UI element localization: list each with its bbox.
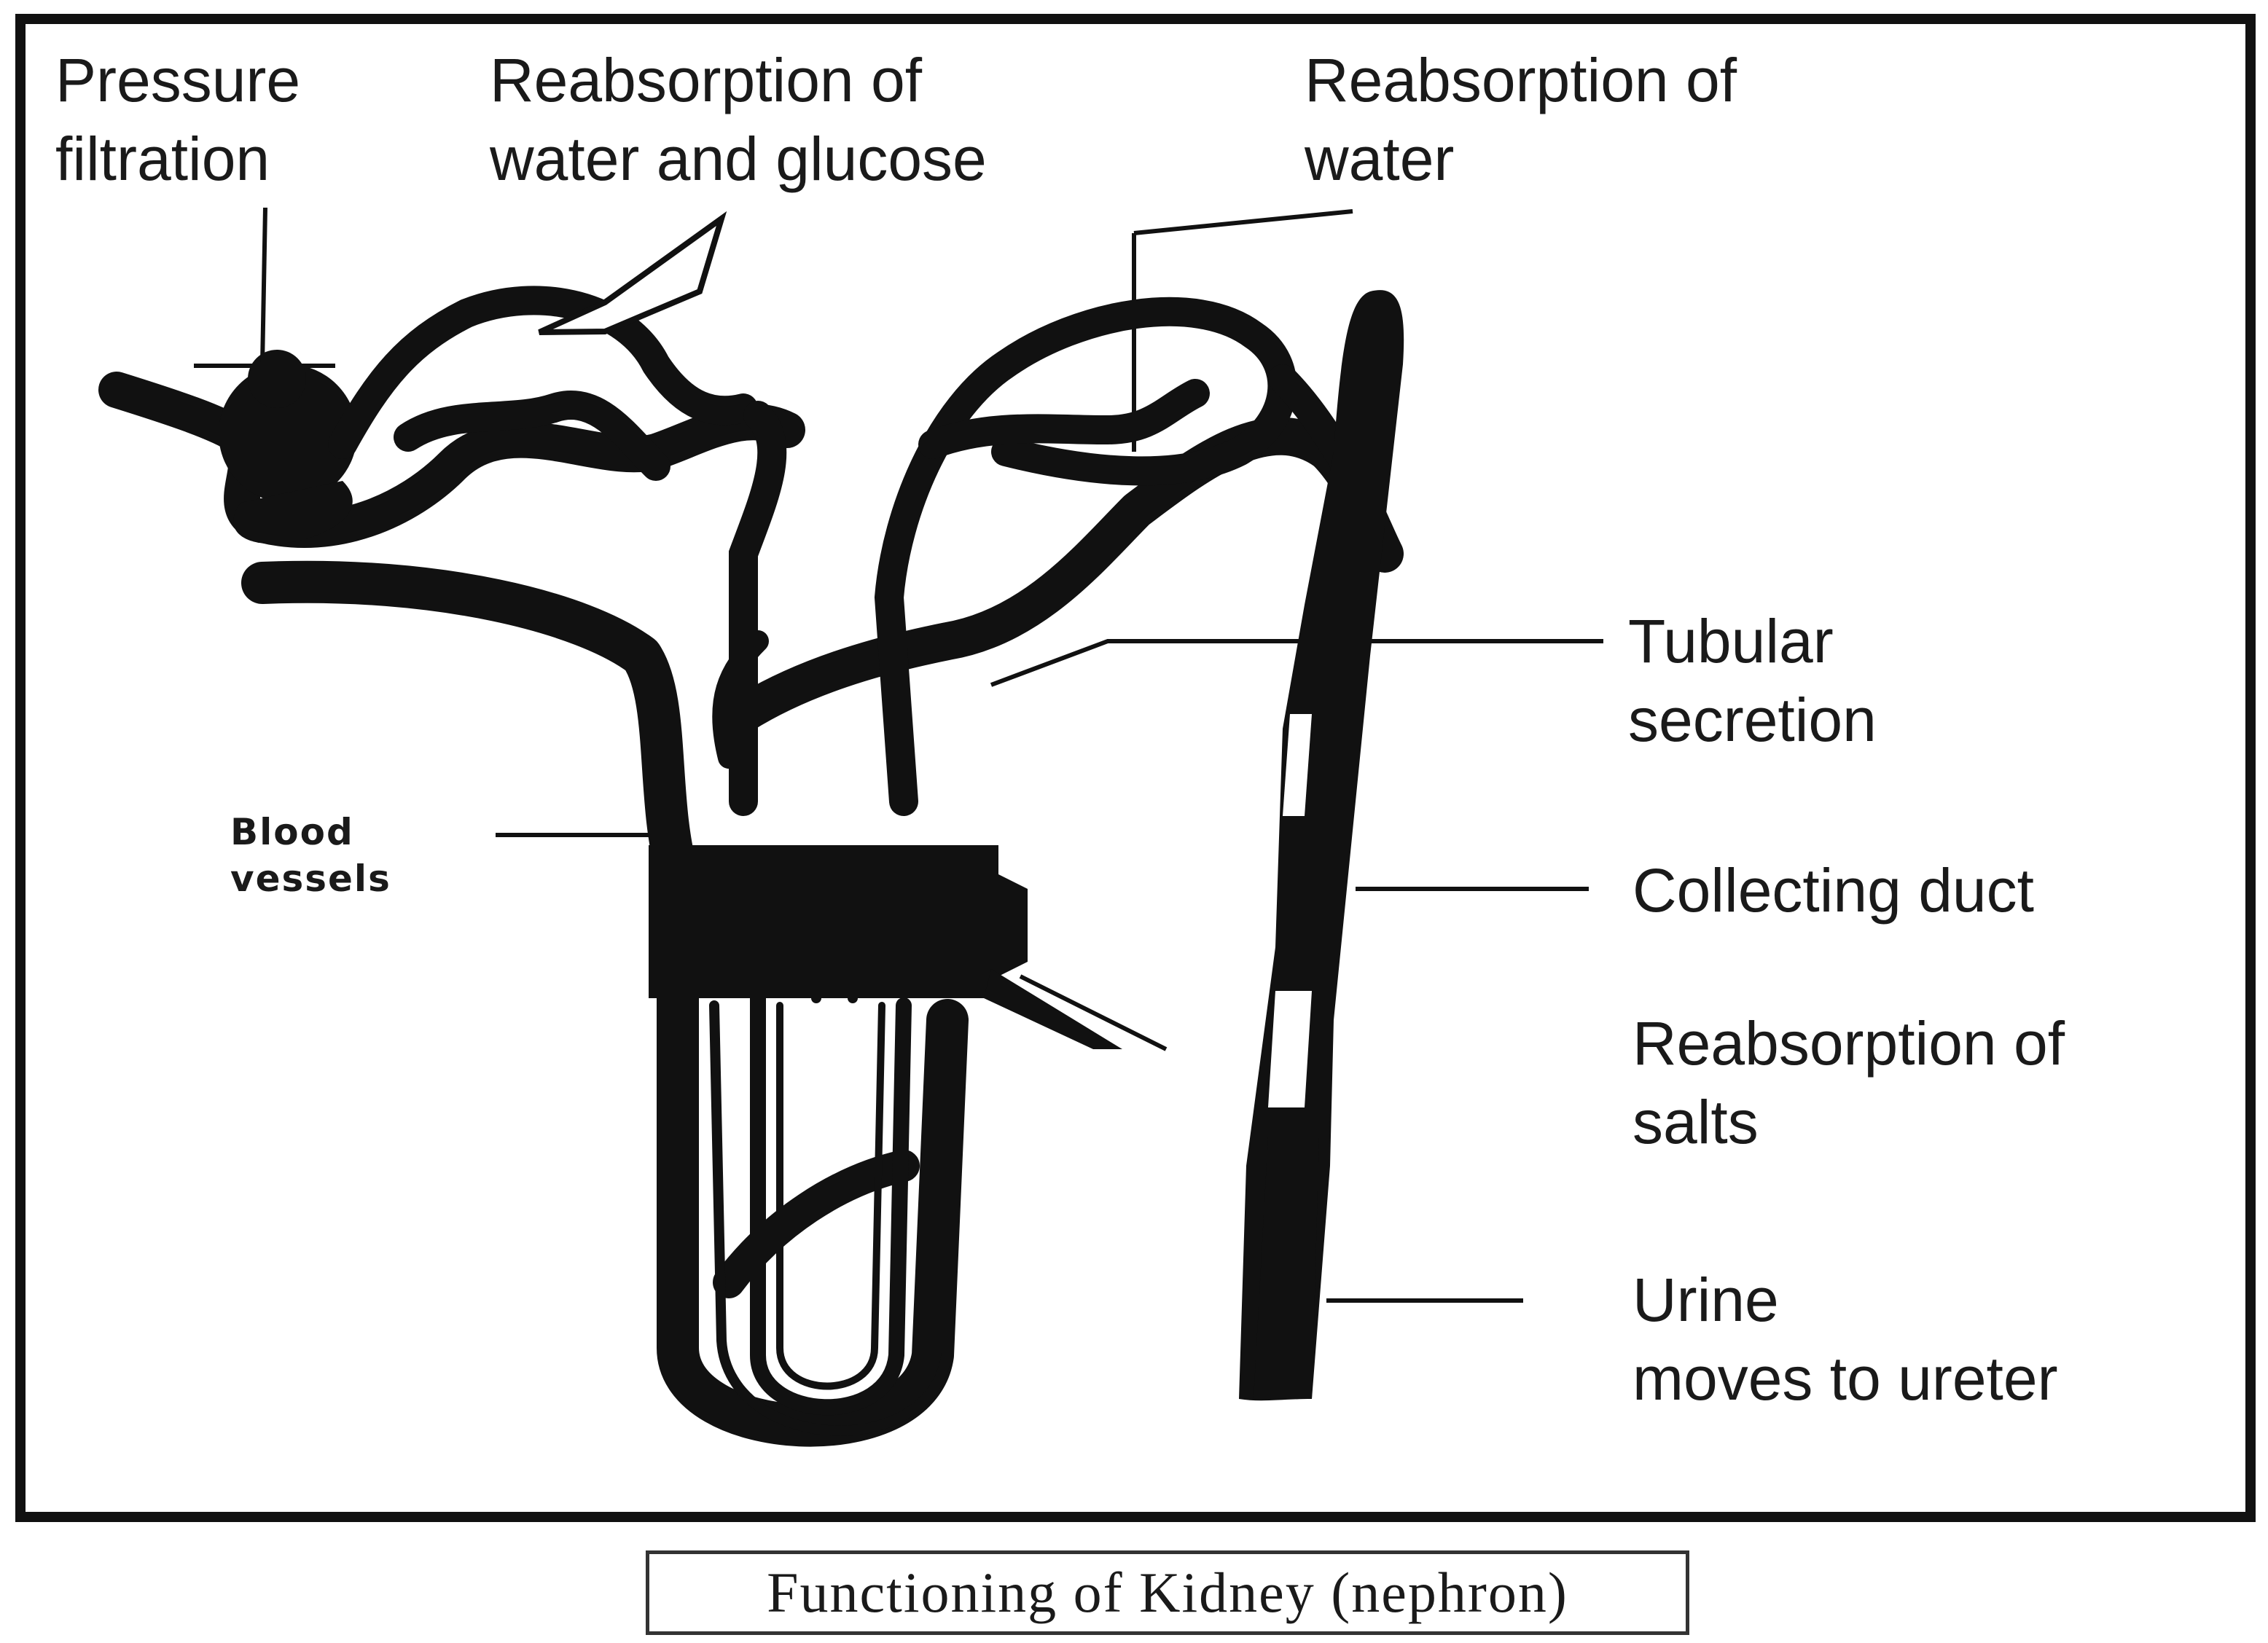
proximal-tubule: [343, 300, 772, 801]
label-blood-vessels: Blood vessels: [230, 809, 391, 902]
caption-box: Functioning of Kidney (nephron): [646, 1550, 1689, 1635]
label-pressure-filtration: Pressure filtration: [55, 41, 300, 198]
label-reabsorption-water-glucose: Reabsorption of water and glucose: [490, 41, 987, 198]
vessel-mass: [649, 845, 1122, 1049]
label-tubular-secretion: Tubular secretion: [1628, 602, 1877, 759]
label-reabsorption-water: Reabsorption of water: [1305, 41, 1737, 198]
label-urine: Urine moves to ureter: [1632, 1260, 2058, 1418]
figure-caption: Functioning of Kidney (nephron): [767, 1560, 1568, 1626]
label-reabsorption-salts: Reabsorption of salts: [1632, 1004, 2065, 1161]
label-collecting-duct: Collecting duct: [1632, 851, 2034, 930]
